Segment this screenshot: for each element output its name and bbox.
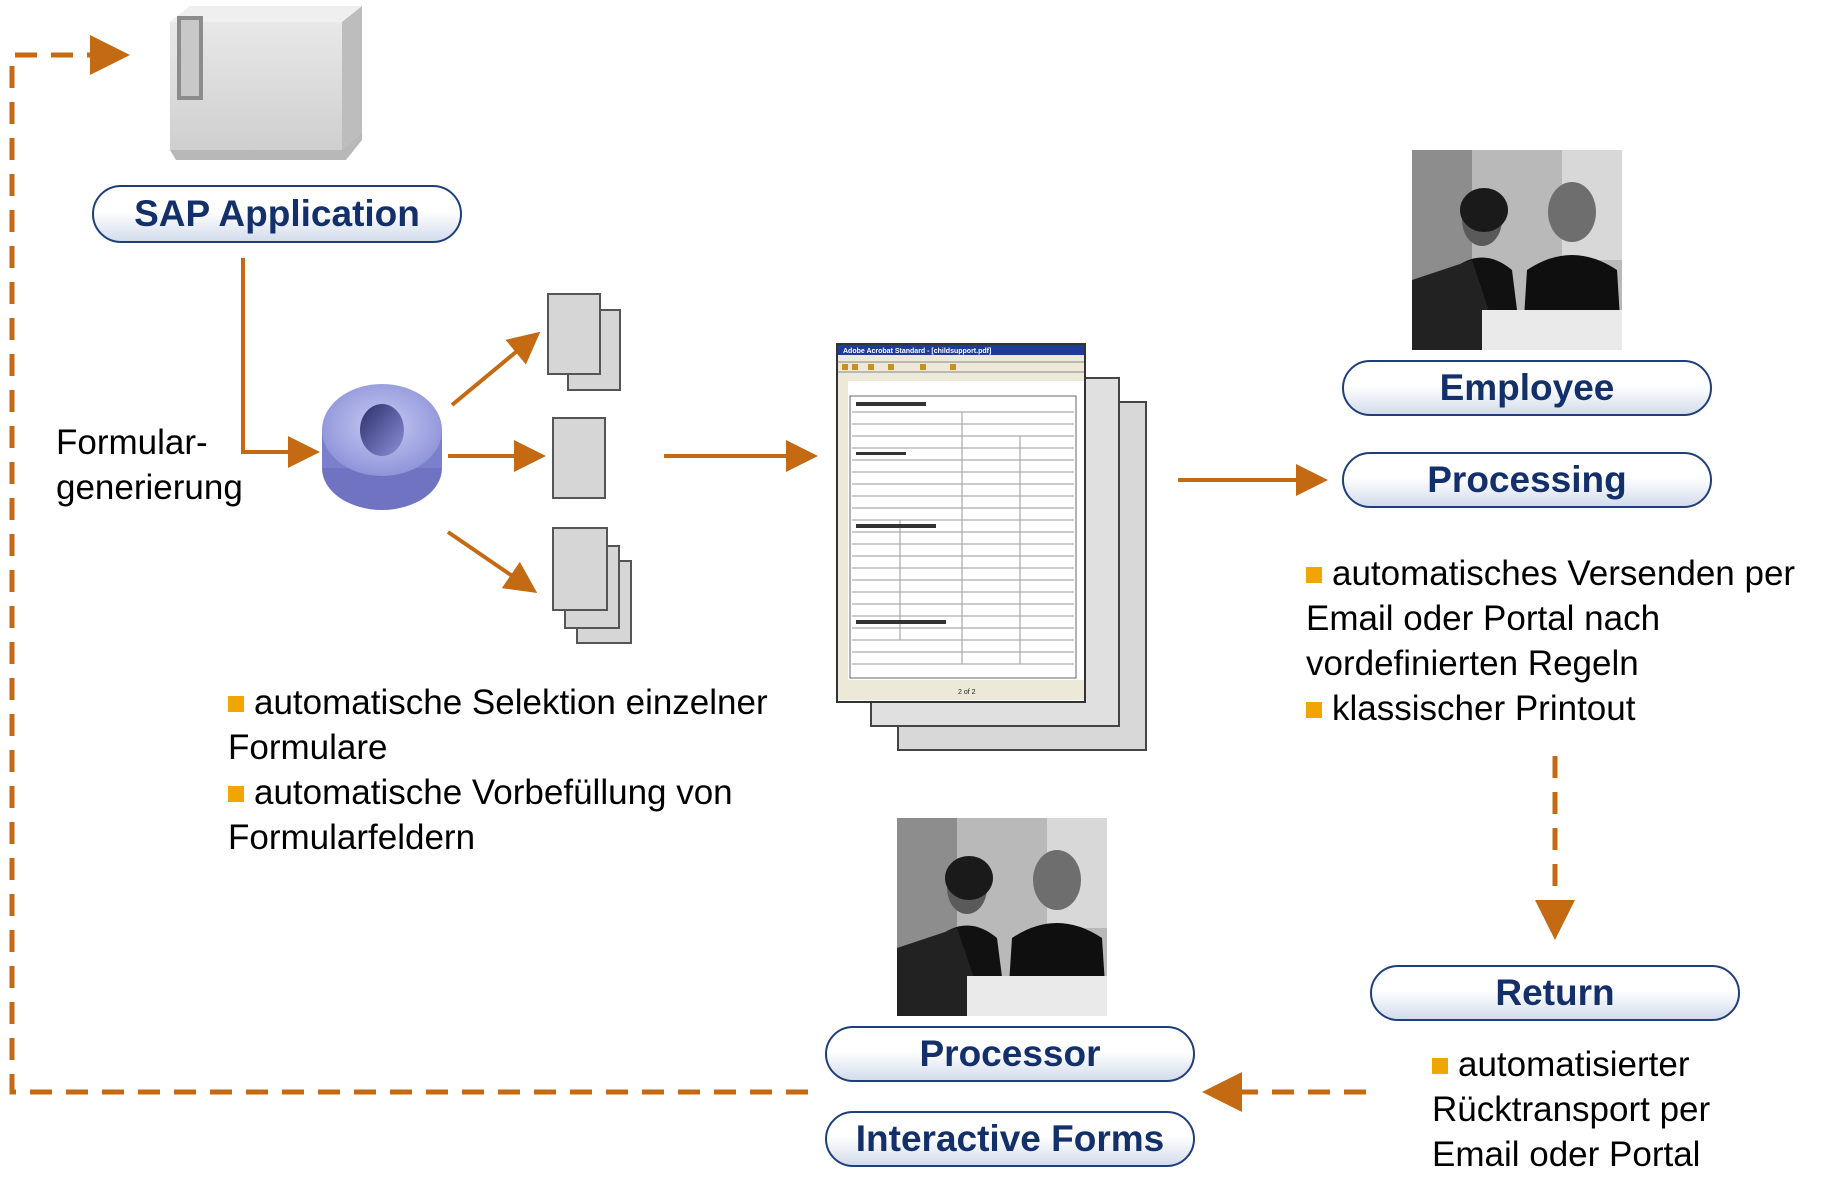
bullet-icon [1432, 1058, 1448, 1074]
return-note-line1: automatisierter [1458, 1045, 1690, 1084]
formular-generierung-line1: Formular- [56, 423, 208, 462]
arrow-processor-back-to-sap [9, 35, 808, 1095]
document-single-icon [552, 417, 606, 499]
pdf-form-stack: Adobe Acrobat Standard - [childsupport.p… [836, 343, 1147, 751]
interactive-forms-label: Interactive Forms [825, 1111, 1195, 1167]
processing-note-1-line2: Email oder Portal nach [1306, 599, 1661, 638]
sap-application-label: SAP Application [92, 185, 462, 243]
return-note-line3: Email oder Portal [1432, 1135, 1701, 1174]
arrow-generator-to-stack-bottom [446, 530, 538, 594]
processor-label: Processor [825, 1026, 1195, 1082]
arrow-generator-to-stack-top [450, 331, 541, 407]
flow-arrows [241, 258, 1328, 594]
document-stack-top-icon [547, 293, 621, 391]
selection-note-1-line2: Formulare [228, 728, 388, 767]
processing-label: Processing [1342, 452, 1712, 508]
arrow-sap-to-generator [241, 258, 320, 468]
form-generator-icon [322, 384, 442, 510]
selection-note-1-line1: automatische Selektion einzelner [254, 683, 768, 722]
employee-photo [1412, 150, 1622, 350]
bullet-icon [1306, 702, 1322, 718]
bullet-icon [228, 696, 244, 712]
return-note-line2: Rücktransport per [1432, 1090, 1711, 1129]
pdf-page-counter: 2 of 2 [958, 689, 976, 696]
selection-notes: automatische Selektion einzelner Formula… [228, 680, 768, 860]
bullet-icon [228, 786, 244, 802]
processing-note-1-line1: automatisches Versenden per [1332, 554, 1796, 593]
processor-photo [897, 818, 1107, 1016]
processing-note-1-line3: vordefinierten Regeln [1306, 644, 1639, 683]
selection-note-2-line1: automatische Vorbefüllung von [254, 773, 733, 812]
dashed-arrows [9, 35, 1575, 1112]
processing-note-2-line1: klassischer Printout [1332, 689, 1636, 728]
formular-generierung-text: Formular- generierung [56, 420, 243, 510]
document-stack-bottom-icon [552, 527, 632, 644]
formular-generierung-line2: generierung [56, 468, 243, 507]
selection-note-2-line2: Formularfeldern [228, 818, 476, 857]
processing-notes: automatisches Versenden per Email oder P… [1306, 551, 1795, 731]
pdf-window-title: Adobe Acrobat Standard - [childsupport.p… [843, 348, 991, 355]
server-icon [170, 6, 362, 160]
bullet-icon [1306, 567, 1322, 583]
return-label: Return [1370, 965, 1740, 1021]
return-notes: automatisierter Rücktransport per Email … [1432, 1042, 1710, 1177]
employee-label: Employee [1342, 360, 1712, 416]
